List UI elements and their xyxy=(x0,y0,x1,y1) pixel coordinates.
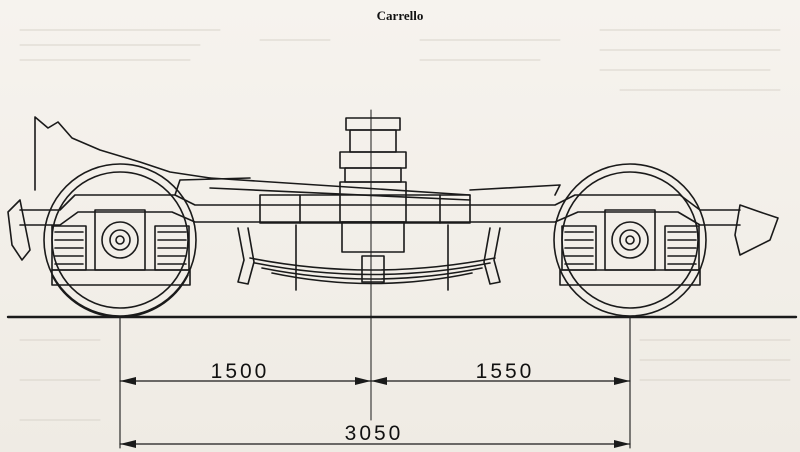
end-fittings xyxy=(7,199,779,261)
dimension-extension-lines xyxy=(119,317,631,449)
center-pivot xyxy=(339,117,407,253)
right-axlebox xyxy=(559,209,701,286)
left-axlebox xyxy=(51,209,191,286)
dimension-label-3050: 3050 xyxy=(345,422,404,445)
spring-hangers xyxy=(237,224,501,291)
car-body-fragment xyxy=(34,116,211,191)
drawing-title: Carrello xyxy=(376,8,424,23)
dimension-arrows xyxy=(119,377,631,448)
bogie-frame xyxy=(19,177,741,226)
background-texture xyxy=(19,29,791,421)
dimension-label-1550: 1550 xyxy=(476,360,535,383)
leaf-spring xyxy=(249,255,496,285)
dimension-label-1500: 1500 xyxy=(211,360,270,383)
